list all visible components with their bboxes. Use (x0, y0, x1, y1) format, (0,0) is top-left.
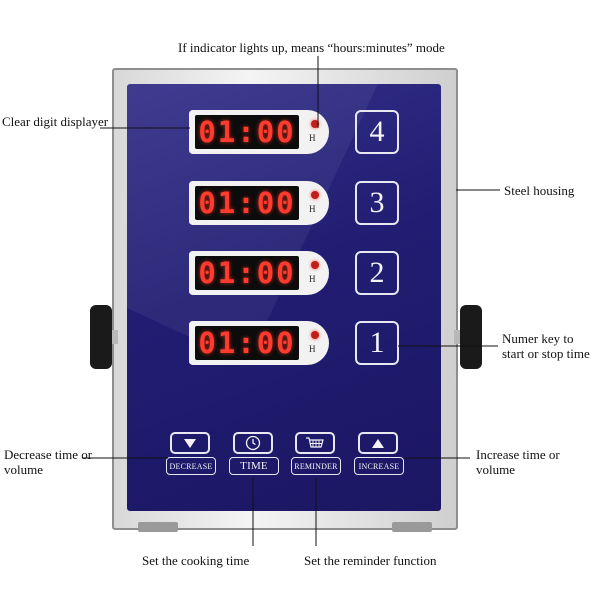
hour-indicator-label: H (309, 344, 316, 354)
decrease-callout: Decrease time or volume (4, 447, 92, 477)
hour-indicator-led (311, 191, 319, 199)
hour-indicator-label: H (309, 133, 316, 143)
right-mounting-knob (460, 305, 482, 369)
steel-housing-callout: Steel housing (504, 183, 575, 198)
digit-screen: 01:00 (195, 115, 299, 149)
hour-indicator-label: H (309, 204, 316, 214)
cooking-time-callout: Set the cooking time (142, 553, 250, 568)
number-key-2[interactable]: 2 (355, 251, 399, 295)
timer-display-4: 01:00 H (189, 110, 329, 154)
number-key-1[interactable]: 1 (355, 321, 399, 365)
decrease-callout-line2: volume (4, 462, 43, 477)
numer-key-callout: Numer key to start or stop time (502, 331, 590, 361)
indicator-callout: If indicator lights up, means “hours:min… (178, 40, 445, 55)
hour-indicator-led (311, 261, 319, 269)
decrease-label: DECREASE (166, 457, 216, 475)
triangle-down-icon (184, 438, 196, 448)
digit-screen: 01:00 (195, 326, 299, 360)
hour-indicator-led (311, 331, 319, 339)
number-key-4[interactable]: 4 (355, 110, 399, 154)
housing-foot-left (138, 522, 178, 532)
control-panel: 01:00 H 4 01:00 H 3 01:00 H 2 01:00 H 1 … (127, 84, 441, 511)
decrease-callout-line1: Decrease time or (4, 447, 93, 462)
increase-label: INCREASE (354, 457, 404, 475)
triangle-up-icon (372, 438, 384, 448)
hour-indicator-led (311, 120, 319, 128)
reminder-button[interactable]: REMINDER (291, 432, 341, 478)
digit-displayer-callout: Clear digit displayer (2, 114, 109, 129)
fkey-icon-frame (170, 432, 210, 454)
digit-readout: 01:00 (198, 326, 296, 360)
digit-screen: 01:00 (195, 186, 299, 220)
digit-readout: 01:00 (198, 186, 296, 220)
time-label: TIME (229, 457, 279, 475)
time-button[interactable]: TIME (229, 432, 279, 478)
increase-callout: Increase time or volume (476, 447, 560, 477)
left-mounting-knob (90, 305, 112, 369)
hour-indicator-label: H (309, 274, 316, 284)
fkey-icon-frame (295, 432, 335, 454)
timer-display-2: 01:00 H (189, 251, 329, 295)
fkey-icon-frame (233, 432, 273, 454)
clock-icon (245, 435, 261, 451)
basket-icon (306, 437, 324, 448)
fkey-icon-frame (358, 432, 398, 454)
number-key-3[interactable]: 3 (355, 181, 399, 225)
timer-display-1: 01:00 H (189, 321, 329, 365)
reminder-label: REMINDER (291, 457, 341, 475)
increase-callout-line2: volume (476, 462, 515, 477)
increase-button[interactable]: INCREASE (354, 432, 404, 478)
digit-readout: 01:00 (198, 256, 296, 290)
housing-foot-right (392, 522, 432, 532)
digit-screen: 01:00 (195, 256, 299, 290)
decrease-button[interactable]: DECREASE (166, 432, 216, 478)
increase-callout-line1: Increase time or (476, 447, 560, 462)
timer-display-3: 01:00 H (189, 181, 329, 225)
digit-readout: 01:00 (198, 115, 296, 149)
numer-key-callout-line2: start or stop time (502, 346, 590, 361)
numer-key-callout-line1: Numer key to (502, 331, 574, 346)
reminder-function-callout: Set the reminder function (304, 553, 437, 568)
